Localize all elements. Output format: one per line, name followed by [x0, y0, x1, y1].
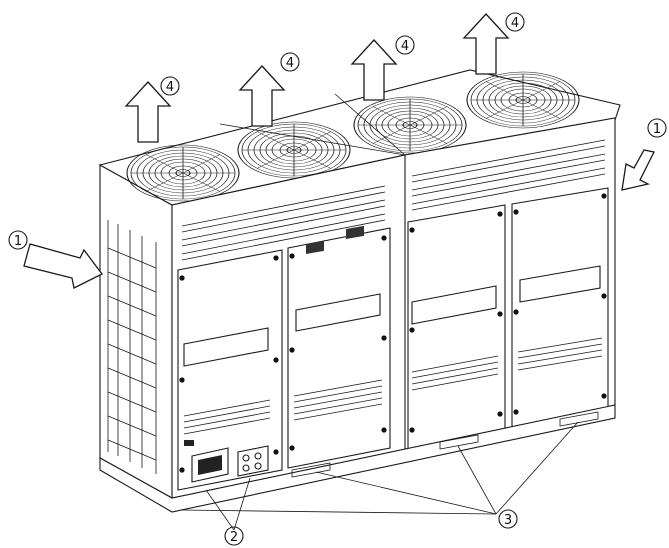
air-inlet-arrow-right	[621, 149, 655, 191]
callout-air-outlet-3: 4	[395, 35, 415, 55]
callout-air-outlet-2: 4	[280, 52, 300, 72]
svg-text:4: 4	[286, 56, 294, 71]
left-side-coil	[99, 164, 173, 499]
callout-air-outlet-4: 4	[505, 12, 525, 32]
callout-air-outlet-1: 4	[160, 76, 180, 96]
callout-drain: 2	[224, 526, 244, 546]
callout-air-inlet-right: 1	[647, 118, 667, 138]
air-inlet-arrow-left	[23, 243, 103, 289]
air-outlet-arrow-2	[239, 65, 285, 127]
svg-text:1: 1	[14, 234, 22, 249]
svg-text:2: 2	[230, 530, 238, 545]
svg-text:3: 3	[504, 513, 512, 528]
callout-mounting: 3	[498, 509, 518, 529]
svg-text:4: 4	[511, 16, 519, 31]
leader-lines	[179, 421, 579, 531]
svg-text:1: 1	[653, 122, 661, 137]
air-outlet-arrow-4	[463, 13, 509, 75]
air-outlet-arrow-1	[125, 81, 171, 143]
svg-text:4: 4	[166, 80, 174, 95]
base-frame	[99, 404, 616, 513]
front-face	[171, 117, 616, 499]
svg-text:4: 4	[401, 39, 409, 54]
service-ports	[184, 440, 269, 483]
callout-air-inlet-left: 1	[8, 230, 28, 250]
